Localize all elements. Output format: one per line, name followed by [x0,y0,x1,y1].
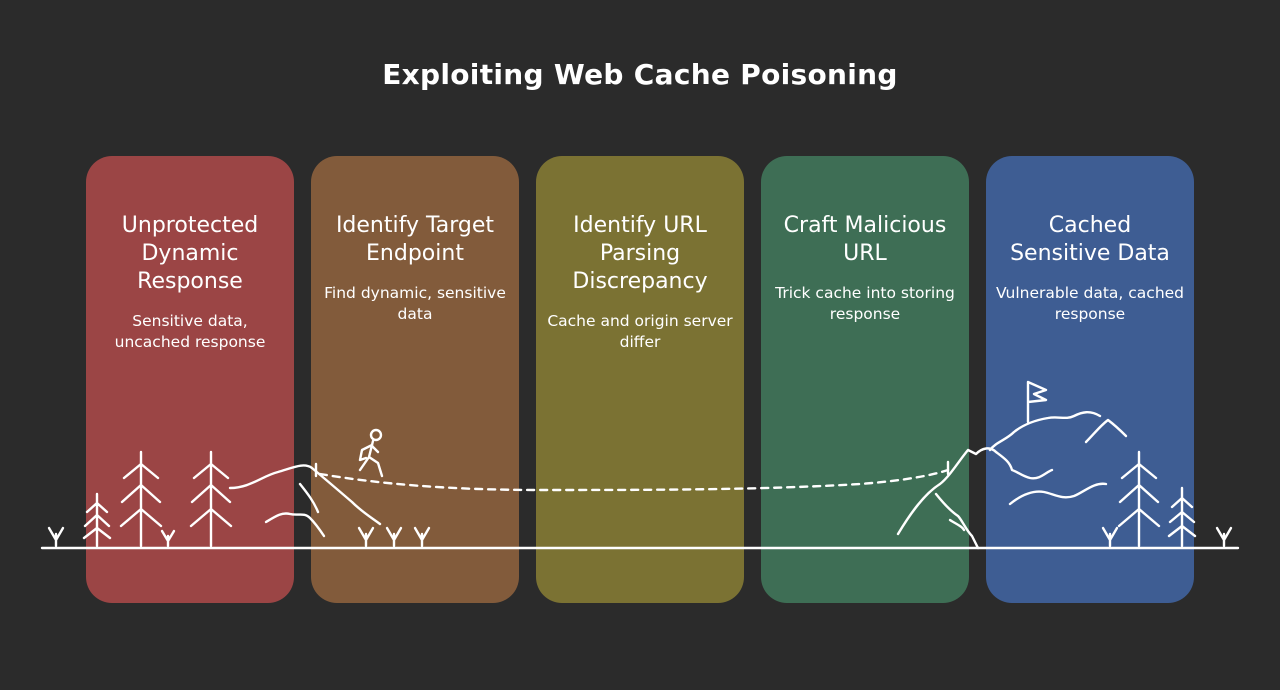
step-card-1: Unprotected Dynamic Response Sensitive d… [86,156,294,603]
step-2-description: Find dynamic, sensitive data [324,284,506,323]
step-2-title: Identify Target Endpoint [335,213,495,266]
step-4-description: Trick cache into storing response [775,284,955,323]
hiker-icon [358,428,384,478]
flag-icon [1026,380,1048,424]
step-3-description: Cache and origin server differ [547,312,733,351]
trail-path [318,468,950,492]
tree-icon [1117,450,1161,548]
step-5-title: Cached Sensitive Data [1010,213,1170,266]
tree-icon [1167,486,1197,548]
diagram-title: Exploiting Web Cache Poisoning [382,58,898,91]
tree-icon [119,450,163,548]
tree-icon [189,450,233,548]
mountain-icon [228,464,382,538]
grass-icon [47,526,1233,548]
step-1-title: Unprotected Dynamic Response [121,213,259,294]
mountain-icon [896,411,1128,550]
step-5-description: Vulnerable data, cached response [995,284,1185,323]
step-1-description: Sensitive data, uncached response [114,312,266,351]
step-card-4: Craft Malicious URL Trick cache into sto… [761,156,969,603]
step-card-5: Cached Sensitive Data Vulnerable data, c… [986,156,1194,603]
tree-icon [82,492,112,548]
step-card-3: Identify URL Parsing Discrepancy Cache a… [536,156,744,603]
step-4-title: Craft Malicious URL [783,213,947,266]
step-3-title: Identify URL Parsing Discrepancy [572,213,708,294]
